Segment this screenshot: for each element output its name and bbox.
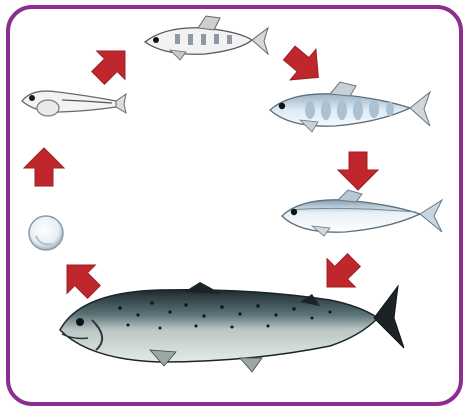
- fry-icon: [145, 16, 268, 60]
- egg-icon: [29, 216, 63, 250]
- arrow-egg-to-alevin: [24, 148, 64, 186]
- arrow-smolt-to-adult: [313, 246, 368, 301]
- adult-salmon-icon: [60, 282, 404, 372]
- arrow-fry-to-parr: [276, 38, 331, 93]
- arrow-alevin-to-fry: [84, 37, 139, 92]
- arrow-parr-to-smolt: [338, 152, 378, 190]
- smolt-icon: [282, 190, 442, 236]
- alevin-icon: [22, 91, 126, 116]
- arrow-adult-to-egg: [53, 251, 108, 306]
- parr-icon: [270, 82, 430, 132]
